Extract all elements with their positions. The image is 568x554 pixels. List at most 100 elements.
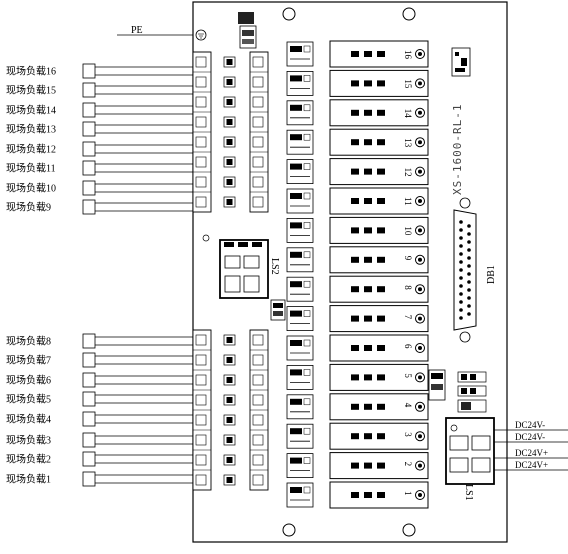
load-14: 现场负载14 — [6, 102, 193, 118]
relay-mark — [377, 227, 385, 234]
relay-number: 3 — [403, 432, 413, 437]
relay-driver-chip — [290, 163, 302, 170]
terminal-block-lower — [192, 329, 269, 491]
module-top-label: LS2 — [269, 258, 280, 275]
load-label: 现场负载2 — [6, 453, 51, 466]
relay-driver-chip — [290, 251, 302, 258]
relay-13: 13 — [286, 128, 429, 156]
relay-mark — [351, 403, 359, 410]
right-chip — [451, 47, 471, 77]
ground-terminal-icon — [195, 29, 207, 41]
terminal-lug-fill — [226, 377, 233, 383]
relay-mark — [351, 462, 359, 469]
terminal-screw — [252, 374, 264, 386]
relay-driver-pad — [303, 104, 311, 112]
terminal-lug-fill — [226, 159, 233, 165]
load-label: 现场负载4 — [6, 413, 51, 426]
relay-driver-pad — [303, 192, 311, 200]
relay-driver — [286, 41, 314, 67]
relay-mark — [377, 315, 385, 322]
db1-pin — [459, 236, 463, 240]
relay-driver — [286, 306, 314, 332]
terminal-screw — [252, 196, 264, 208]
relay-mark — [351, 286, 359, 293]
relay-mark — [351, 315, 359, 322]
load-2: 现场负载2 — [6, 451, 193, 467]
module-bottom-label: LS1 — [463, 484, 474, 501]
relay-driver — [286, 159, 314, 185]
terminal-screw — [195, 56, 207, 68]
load-label: 现场负载8 — [6, 335, 51, 348]
terminal-lug-fill — [226, 59, 233, 65]
load-box — [82, 82, 96, 98]
load-label: 现场负载7 — [6, 354, 51, 367]
db1-pin — [459, 260, 463, 264]
relay-1: 1 — [286, 481, 429, 509]
load-label: 现场负载9 — [6, 201, 51, 214]
relay-mark — [351, 51, 359, 57]
terminal-screw — [195, 136, 207, 148]
db1-pin — [459, 316, 463, 320]
terminal-block-upper — [192, 51, 269, 213]
relay-led-core — [418, 404, 422, 409]
relay-mark — [351, 227, 359, 234]
terminal-screw — [252, 56, 264, 68]
relay-driver-pad — [303, 75, 311, 82]
relay-number: 15 — [403, 79, 413, 89]
relay-driver — [286, 217, 314, 243]
relay-6: 6 — [286, 334, 429, 362]
relay-driver-pad — [303, 45, 311, 53]
load-8: 现场负载8 — [6, 333, 193, 349]
relay-driver-pad — [303, 486, 311, 494]
relay-number: 2 — [403, 462, 413, 467]
terminal-screw — [195, 394, 207, 406]
terminal-lug-fill — [226, 139, 233, 145]
terminal-screw — [252, 176, 264, 188]
terminal-screw — [195, 156, 207, 168]
relay-number: 14 — [403, 109, 413, 119]
relay-8: 8 — [286, 275, 429, 303]
load-9: 现场负载9 — [6, 199, 193, 215]
relay-mark — [377, 462, 385, 469]
load-wires: 现场负载16现场负载15现场负载14现场负载13现场负载12现场负载11现场负载… — [6, 63, 193, 487]
load-label: 现场负载12 — [6, 143, 56, 156]
load-15: 现场负载15 — [6, 82, 193, 98]
terminal-screw — [195, 96, 207, 108]
relay-number: 4 — [403, 403, 413, 408]
relay-mark — [377, 109, 385, 116]
relay-mark — [351, 256, 359, 263]
terminal-screw — [252, 334, 264, 346]
relay-mark — [377, 433, 385, 440]
relay-7: 7 — [286, 305, 429, 333]
relay-driver-chip — [290, 428, 302, 435]
relay-driver-pad — [303, 222, 311, 229]
relay-body — [329, 393, 429, 421]
relay-led-core — [418, 346, 422, 350]
db1-pin — [467, 224, 471, 228]
relay-driver-chip — [290, 75, 302, 82]
load-13: 现场负载13 — [6, 121, 193, 137]
db1-pin — [467, 288, 471, 292]
relay-10: 10 — [286, 216, 429, 244]
relay-driver-chip — [290, 369, 302, 376]
relay-led-core — [418, 81, 422, 86]
load-box — [82, 102, 96, 118]
relay-driver-chip — [290, 340, 302, 346]
db1-pin — [459, 284, 463, 288]
load-7: 现场负载7 — [6, 352, 193, 368]
relay-mark — [364, 433, 372, 440]
db1-pin — [467, 240, 471, 244]
terminal-screw — [252, 96, 264, 108]
load-12: 现场负载12 — [6, 141, 193, 157]
relay-driver — [286, 364, 314, 390]
relay-driver-pad — [303, 163, 311, 170]
relay-led-core — [418, 228, 422, 233]
load-label: 现场负载14 — [6, 104, 56, 117]
terminal-screw — [252, 354, 264, 366]
connector-label: DB1 — [486, 265, 497, 284]
relay-driver-pad — [303, 133, 311, 141]
load-label: 现场负载15 — [6, 84, 56, 97]
terminal-lug-fill — [226, 337, 233, 343]
relay-mark — [364, 374, 372, 381]
terminal-lug-fill — [226, 477, 233, 483]
